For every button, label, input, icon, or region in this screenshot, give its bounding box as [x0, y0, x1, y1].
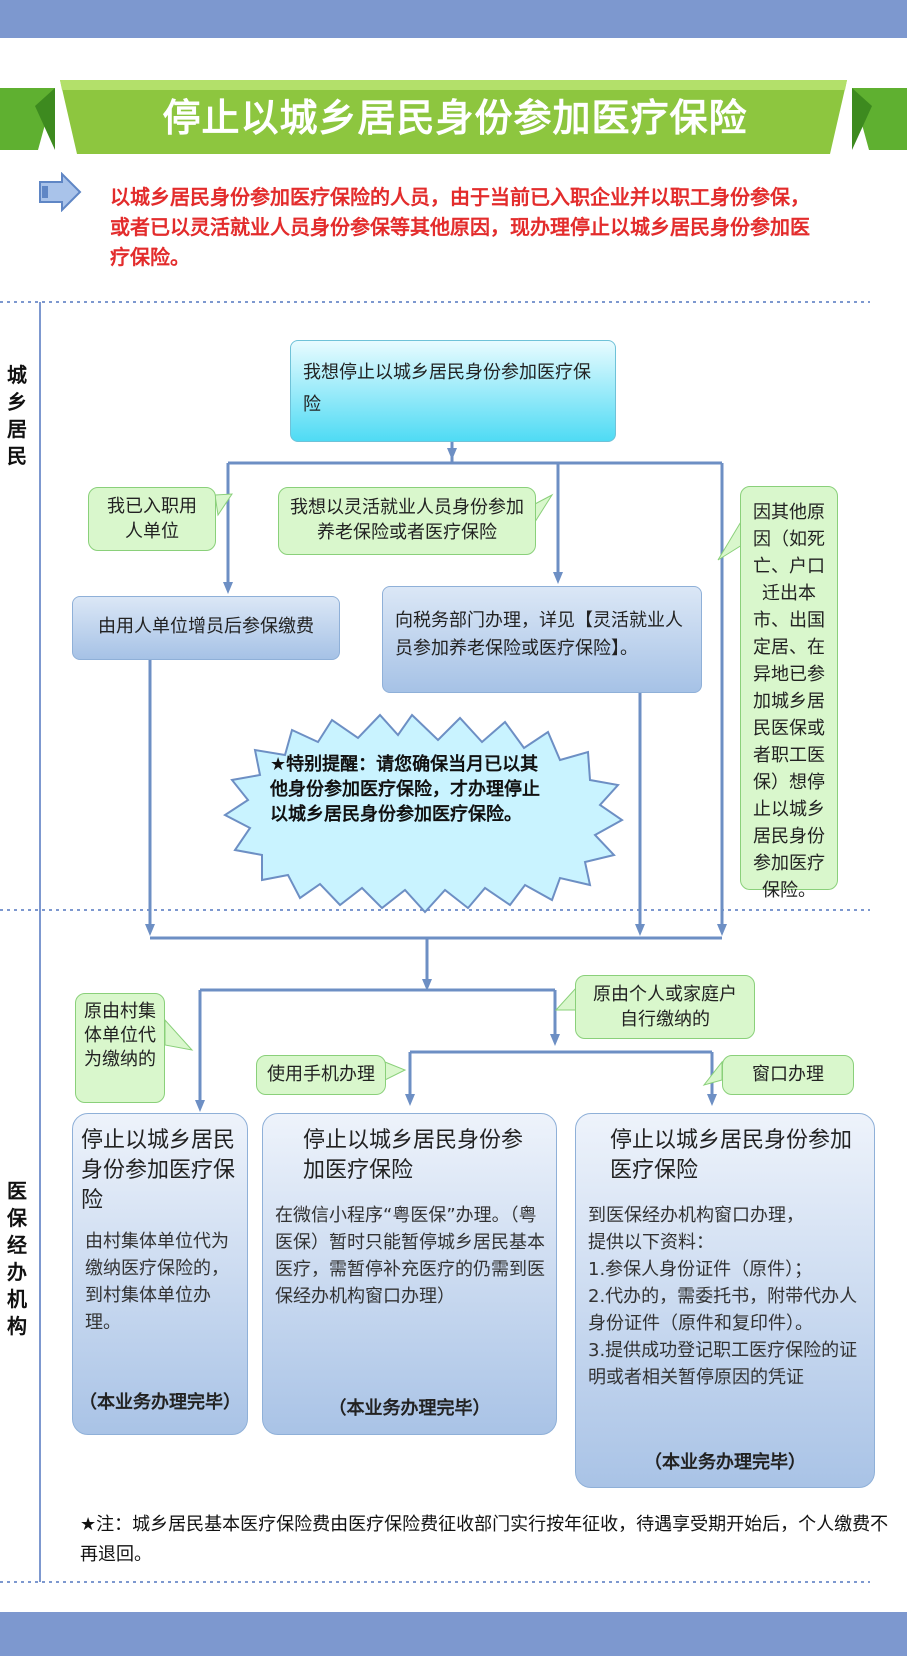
final-box-body: 到医保经办机构窗口办理， 提供以下资料： 1.参保人身份证件（原件）； 2.代办… — [588, 1202, 864, 1391]
final-box-mobile: 停止以城乡居民身份参加医疗保险 在微信小程序“粤医保”办理。（粤医保）暂时只能暂… — [262, 1113, 557, 1435]
intro-text: 以城乡居民身份参加医疗保险的人员，由于当前已入职企业并以职工身份参保，或者已以灵… — [110, 185, 810, 269]
requirement-line: 2.代办的，需委托书，附带代办人身份证件（原件和复印件）。 — [588, 1286, 858, 1334]
final-box-village: 停止以城乡居民身份参加医疗保险 由村集体单位代为缴纳医疗保险的，到村集体单位办理… — [72, 1113, 248, 1435]
final-box-body: 在微信小程序“粤医保”办理。（粤医保）暂时只能暂停城乡居民基本医疗，需暂停补充医… — [275, 1205, 545, 1307]
tax-department-box: 向税务部门办理，详见【灵活就业人员参加养老保险或医疗保险】。 — [382, 586, 702, 693]
final-box-done: （本业务办理完毕） — [79, 1392, 241, 1413]
employer-box: 由用人单位增员后参保缴费 — [72, 596, 340, 660]
bottom-bar — [0, 1612, 907, 1656]
final-box-done: （本业务办理完毕） — [644, 1452, 806, 1473]
callout-mobile: 使用手机办理 — [256, 1055, 386, 1095]
final-box-done: （本业务办理完毕） — [328, 1398, 491, 1419]
top-bar — [0, 0, 907, 38]
final-box-title: 停止以城乡居民身份参加医疗保险 — [610, 1128, 853, 1183]
start-box: 我想停止以城乡居民身份参加医疗保险 — [290, 340, 616, 442]
callout-village: 原由村集体单位代为缴纳的 — [75, 993, 165, 1103]
callout-personal: 原由个人或家庭户自行缴纳的 — [575, 975, 755, 1039]
section-label-residents: 城乡居民 — [7, 363, 27, 468]
callout-window: 窗口办理 — [722, 1055, 854, 1095]
callout-employed: 我已入职用人单位 — [88, 487, 216, 551]
final-box-title: 停止以城乡居民身份参加医疗保险 — [303, 1128, 524, 1183]
requirement-line: 提供以下资料： — [588, 1232, 714, 1253]
title-banner — [0, 80, 907, 154]
requirement-line: 3.提供成功登记职工医疗保险的证明或者相关暂停原因的凭证 — [588, 1340, 858, 1388]
callout-flexible: 我想以灵活就业人员身份参加养老保险或者医疗保险 — [278, 487, 536, 555]
requirement-line: 到医保经办机构窗口办理， — [588, 1205, 804, 1226]
final-box-title: 停止以城乡居民身份参加医疗保险 — [81, 1128, 236, 1213]
requirement-line: 1.参保人身份证件（原件）； — [588, 1259, 813, 1280]
callout-other-reasons: 因其他原因（如死亡、户口迁出本市、出国定居、在异地已参加城乡居民医保或者职工医保… — [740, 486, 838, 901]
page-title: 停止以城乡居民身份参加医疗保险 — [162, 96, 748, 140]
arrow-right-icon — [39, 172, 82, 212]
final-box-body: 由村集体单位代为缴纳医疗保险的，到村集体单位办理。 — [85, 1231, 229, 1333]
footnote: ★注：城乡居民基本医疗保险费由医疗保险费征收部门实行按年征收，待遇享受期开始后，… — [80, 1514, 889, 1565]
final-box-window: 停止以城乡居民身份参加医疗保险 到医保经办机构窗口办理， 提供以下资料： 1.参… — [575, 1113, 875, 1488]
special-reminder: ★特别提醒：请您确保当月已以其他身份参加医疗保险，才办理停止以城乡居民身份参加医… — [270, 754, 540, 825]
warning-burst — [223, 713, 624, 914]
section-label-agency: 医保经办机构 — [7, 1179, 27, 1338]
